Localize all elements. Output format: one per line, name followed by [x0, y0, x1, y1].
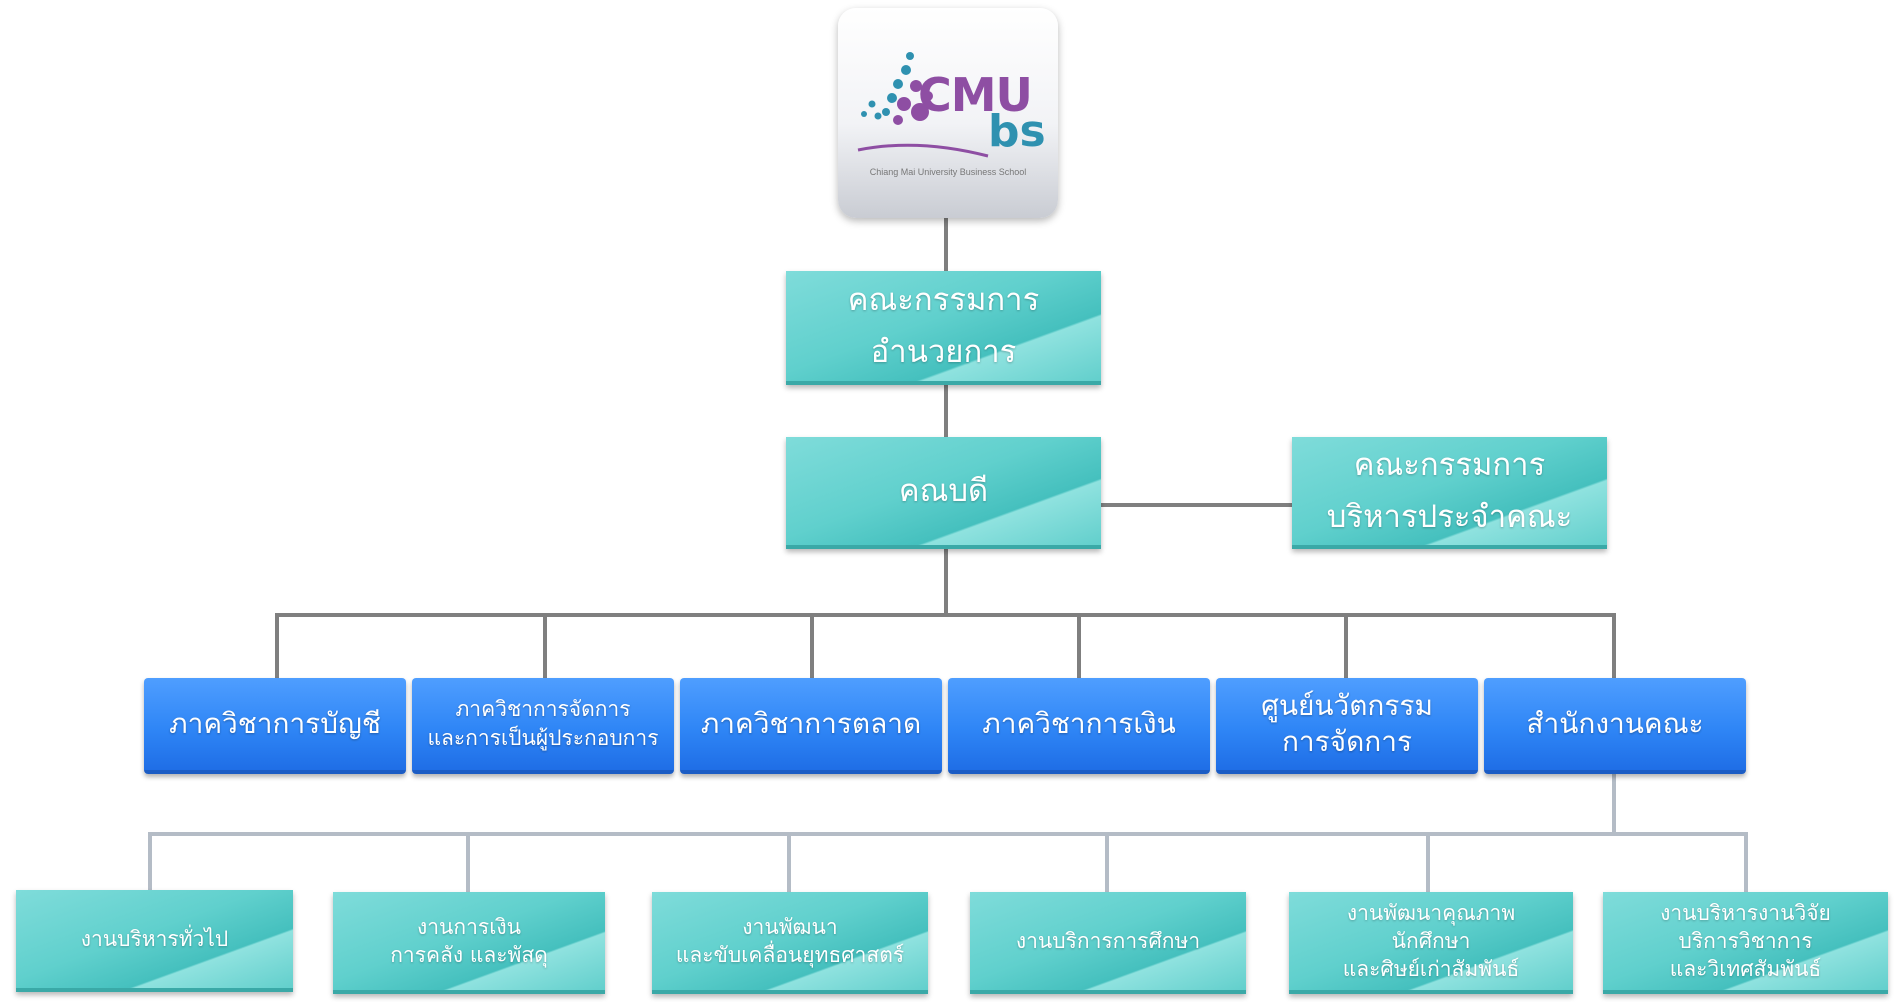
logo-dots-icon — [857, 52, 989, 158]
unit-research-box: งานบริหารงานวิจัย บริการวิชาการ และวิเทศ… — [1603, 892, 1888, 994]
faculty-office-box: สำนักงานคณะ — [1484, 678, 1746, 774]
unit-general-admin-box: งานบริหารทั่วไป — [16, 890, 293, 992]
dept-marketing-box: ภาควิชาการตลาด — [680, 678, 942, 774]
dean-box: คณบดี — [786, 437, 1101, 549]
dept-finance-box: ภาควิชาการเงิน — [948, 678, 1210, 774]
dept-accounting-box: ภาควิชาการบัญชี — [144, 678, 406, 774]
dept-management-box: ภาควิชาการจัดการ และการเป็นผู้ประกอบการ — [412, 678, 674, 774]
innovation-center-box: ศูนย์นวัตกรรม การจัดการ — [1216, 678, 1478, 774]
unit-strategy-box: งานพัฒนา และขับเคลื่อนยุทธศาสตร์ — [652, 892, 928, 994]
unit-student-quality-box: งานพัฒนาคุณภาพ นักศึกษา และศิษย์เก่าสัมพ… — [1289, 892, 1573, 994]
logo-wordmark: CMU — [918, 68, 1033, 122]
cmubs-logo — [838, 8, 1058, 218]
unit-education-services-box: งานบริการการศึกษา — [970, 892, 1246, 994]
logo-tagline: Chiang Mai University Business School — [869, 167, 1027, 177]
executive-committee-box: คณะกรรมการ บริหารประจำคณะ — [1292, 437, 1607, 549]
board-of-directors-box: คณะกรรมการ อำนวยการ — [786, 271, 1101, 385]
logo-suffix: bs — [988, 106, 1046, 157]
unit-finance-supplies-box: งานการเงิน การคลัง และพัสดุ — [333, 892, 605, 994]
